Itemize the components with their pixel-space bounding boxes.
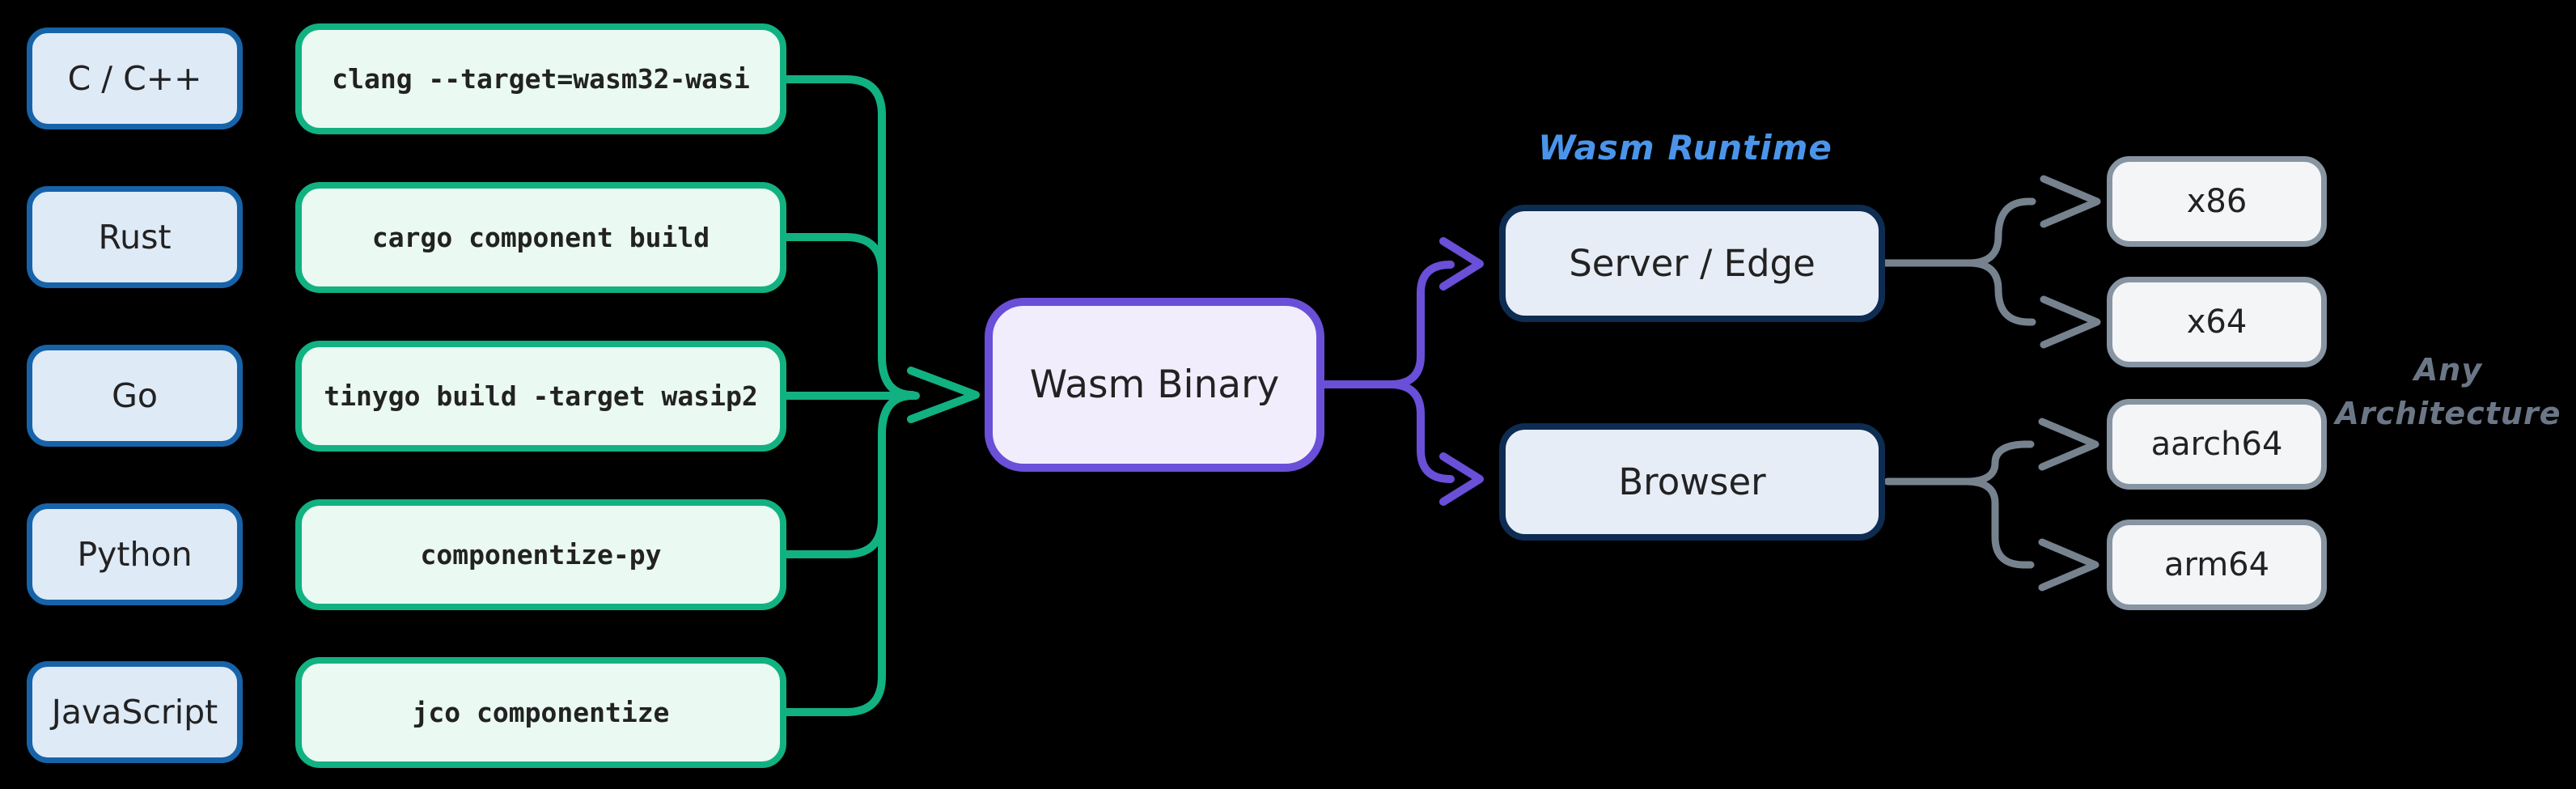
connector-browser-to-aarch64 <box>1883 440 2035 486</box>
lang-label: Python <box>77 535 193 574</box>
connector-cargo-to-binary <box>782 233 886 277</box>
connector-browser-to-arm64 <box>1962 477 2035 569</box>
browser-label: Browser <box>1618 460 1766 503</box>
any-architecture-line1: Any <box>2413 352 2483 388</box>
connector-clang-to-binary <box>782 75 917 399</box>
cmd-node-clang: clang --target=wasm32-wasi <box>295 23 786 134</box>
arrowhead-x86-icon <box>2040 175 2101 228</box>
arch-node-aarch64: aarch64 <box>2107 399 2327 490</box>
server-edge-label: Server / Edge <box>1569 242 1815 285</box>
arrowhead-aarch64-icon <box>2038 418 2099 471</box>
cmd-node-componentize-py: componentize-py <box>295 499 786 610</box>
cmd-label: clang --target=wasm32-wasi <box>332 63 750 95</box>
connector-componentize-py-to-binary <box>782 515 886 558</box>
cmd-label: jco componentize <box>412 697 670 728</box>
lang-label: Go <box>112 376 158 415</box>
lang-node-go: Go <box>27 345 243 447</box>
arch-label: arm64 <box>2163 546 2270 583</box>
server-edge-node: Server / Edge <box>1499 205 1885 322</box>
lang-node-rust: Rust <box>27 186 243 288</box>
connector-jco-to-binary <box>782 392 917 716</box>
browser-node: Browser <box>1499 423 1885 541</box>
cmd-label: tinygo build -target wasip2 <box>324 380 758 412</box>
connector-binary-to-browser <box>1386 380 1455 483</box>
lang-node-javascript: JavaScript <box>27 661 243 763</box>
cmd-label: componentize-py <box>420 539 662 571</box>
any-architecture-label: Any Architecture <box>2320 348 2576 435</box>
arrowhead-arm64-icon <box>2038 538 2099 592</box>
wasm-runtime-heading: Wasm Runtime <box>1538 128 1832 168</box>
lang-node-python: Python <box>27 503 243 605</box>
any-architecture-line2: Architecture <box>2335 396 2561 431</box>
arch-node-arm64: arm64 <box>2107 520 2327 610</box>
arrowhead-browser-icon <box>1439 452 1484 506</box>
merge-arrowhead-icon <box>907 367 980 423</box>
arrowhead-server-icon <box>1439 237 1484 291</box>
connector-server-to-x86 <box>1881 197 2036 267</box>
arch-label: aarch64 <box>2150 426 2283 463</box>
arch-node-x64: x64 <box>2107 277 2327 367</box>
arch-label: x86 <box>2186 183 2248 220</box>
wasm-binary-label: Wasm Binary <box>1029 363 1280 407</box>
lang-label: Rust <box>98 218 172 257</box>
wasm-binary-node: Wasm Binary <box>985 298 1324 472</box>
lang-node-c-cpp: C / C++ <box>27 28 243 129</box>
cmd-label: cargo component build <box>371 222 710 253</box>
lang-label: JavaScript <box>51 693 218 732</box>
cmd-node-tinygo: tinygo build -target wasip2 <box>295 341 786 452</box>
arch-label: x64 <box>2186 303 2248 341</box>
arrowhead-x64-icon <box>2040 295 2101 349</box>
cmd-node-jco-componentize: jco componentize <box>295 657 786 768</box>
connector-server-to-x64 <box>1965 259 2036 326</box>
cmd-node-cargo: cargo component build <box>295 182 786 293</box>
lang-label: C / C++ <box>67 59 202 98</box>
arch-node-x86: x86 <box>2107 156 2327 247</box>
connector-binary-to-server <box>1320 261 1455 388</box>
